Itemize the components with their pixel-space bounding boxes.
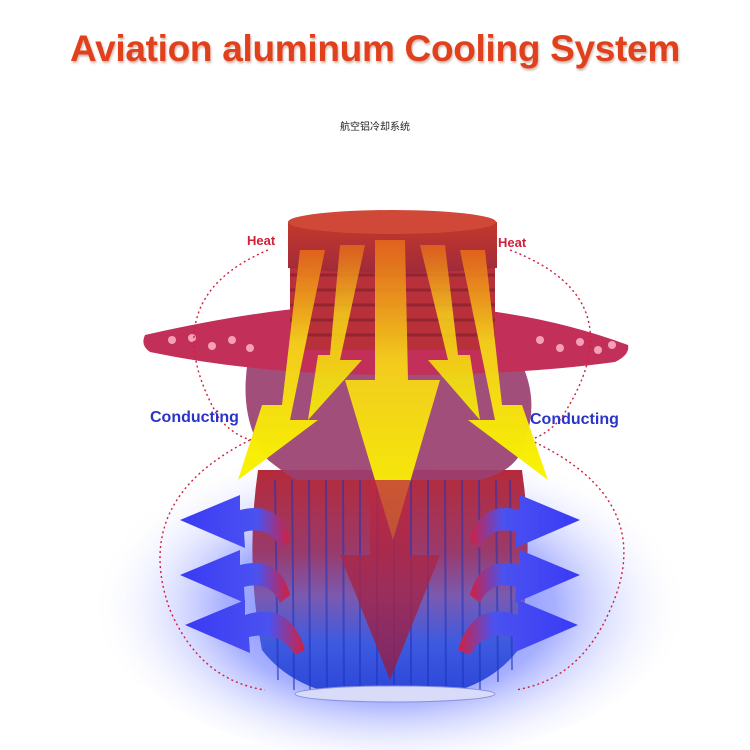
heat-arrow-left-inner [308, 245, 365, 420]
diagram-title: Aviation aluminum Cooling System [70, 28, 680, 69]
heat-curve-right [509, 249, 592, 441]
conducting-curve-left [159, 439, 266, 691]
heat-label-right: Heat [498, 235, 527, 250]
heat-arrow-right-inner [420, 245, 480, 420]
cooling-arrows-left [180, 495, 305, 655]
conducting-curve-right [514, 439, 625, 691]
base-ring [294, 685, 496, 703]
heat-arrow-right [460, 250, 548, 480]
diagram-subtitle: 航空铝冷却系统 [340, 122, 410, 133]
heat-arrow-center [345, 240, 440, 540]
heat-arrow-left [238, 250, 325, 480]
cooling-arrows-right [458, 495, 580, 655]
heat-curve-left [193, 249, 269, 441]
heat-label-left: Heat [247, 233, 276, 248]
conducting-label-right: Conducting [530, 411, 619, 428]
conducting-label-left: Conducting [150, 409, 239, 426]
center-down-arrow [340, 480, 440, 680]
